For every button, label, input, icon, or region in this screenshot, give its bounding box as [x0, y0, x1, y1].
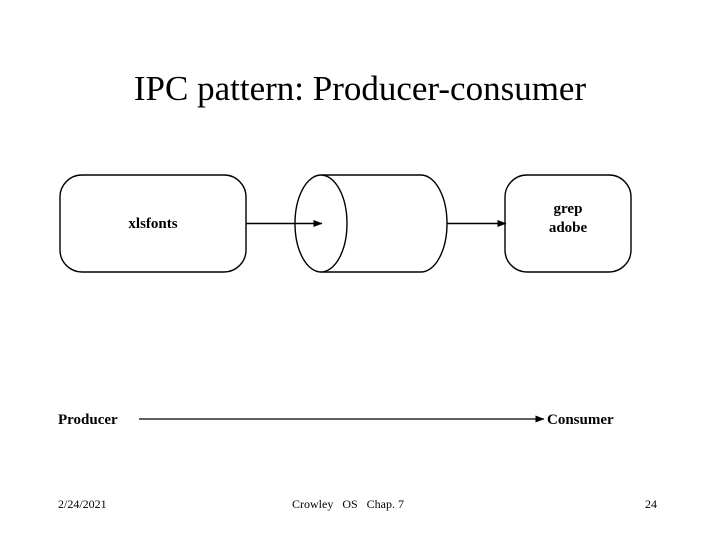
pipe-cylinder-body: [321, 174, 448, 273]
footer-course-reference: Crowley OS Chap. 7: [292, 497, 404, 511]
role-label-producer: Producer: [58, 412, 118, 428]
producer-process-label: xlsfonts: [128, 216, 178, 232]
footer-date: 2/24/2021: [58, 497, 107, 511]
role-label-consumer: Consumer: [547, 412, 614, 428]
footer-page-number: 24: [645, 497, 657, 511]
page-title: IPC pattern: Producer-consumer: [133, 69, 587, 108]
consumer-process-label: grep adobe: [548, 201, 588, 236]
